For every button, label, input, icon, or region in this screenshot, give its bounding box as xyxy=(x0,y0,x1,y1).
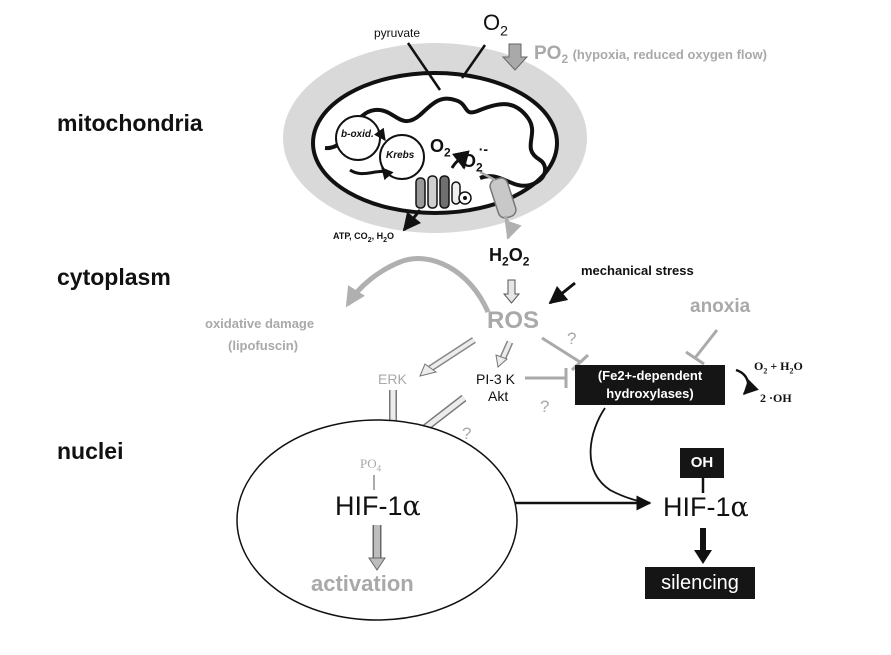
akt-label: Akt xyxy=(488,388,509,404)
section-cytoplasm: cytoplasm xyxy=(57,264,171,290)
mechanical-arrow xyxy=(548,281,576,305)
question-mark-3: ? xyxy=(462,424,472,443)
hif-1a-left-label: HIF-1α xyxy=(335,491,421,522)
activation-label: activation xyxy=(311,571,414,596)
atp-label: ATP, CO2, H2O xyxy=(333,231,395,244)
superoxide-label: O2·- xyxy=(462,141,489,175)
cristae xyxy=(324,96,548,188)
o2-top-label: O2 xyxy=(483,10,508,39)
oxidative-damage-label: oxidative damage xyxy=(205,316,315,331)
h2o2-ros-arrow xyxy=(502,279,521,304)
b-oxid-label: b-oxid. xyxy=(341,129,374,140)
hydroxylases-line2: hydroxylases) xyxy=(606,386,694,401)
lipofuscin-label: (lipofuscin) xyxy=(228,338,299,353)
section-nuclei: nuclei xyxy=(57,438,124,464)
h2o2-label: H2O2 xyxy=(489,245,530,269)
erk-label: ERK xyxy=(378,371,407,387)
o2-h2o-label: O2 + H2O xyxy=(754,359,803,376)
etc-complexes xyxy=(415,175,517,219)
krebs-label: Krebs xyxy=(386,150,415,161)
anoxia-inhibit xyxy=(693,329,719,359)
pi3k-label: PI-3 K xyxy=(476,371,515,387)
ros-label: ROS xyxy=(487,307,540,334)
pyruvate-label: pyruvate xyxy=(374,26,421,40)
po2-label: PO2 (hypoxia, reduced oxygen flow) xyxy=(534,43,767,67)
nucleus xyxy=(236,419,518,621)
section-mitochondria: mitochondria xyxy=(57,110,203,136)
po4-label: PO4 xyxy=(360,456,382,474)
hydroxylases-box: (Fe2+-dependent hydroxylases) xyxy=(575,365,725,405)
hydroxylases-line1: (Fe2+-dependent xyxy=(597,368,703,383)
silencing-box: silencing xyxy=(645,567,755,599)
atp-arrow xyxy=(402,209,422,232)
po2-arrow xyxy=(501,43,529,71)
oxidative-arc xyxy=(345,256,491,313)
o2-entry-line xyxy=(460,44,487,79)
mechanical-stress-label: mechanical stress xyxy=(581,263,694,278)
pyruvate-line xyxy=(406,42,442,91)
ros-inhibit xyxy=(541,336,581,364)
o2-inner-label: O2 xyxy=(430,136,451,160)
oh-box: OH xyxy=(680,448,724,478)
anoxia-label: anoxia xyxy=(690,296,751,317)
hif-1a-right-label: HIF-1α xyxy=(663,492,749,523)
question-mark-2: ? xyxy=(540,397,550,416)
question-mark-1: ? xyxy=(567,329,577,348)
hydroxyl-radical-label: 2 ·OH xyxy=(760,391,792,405)
